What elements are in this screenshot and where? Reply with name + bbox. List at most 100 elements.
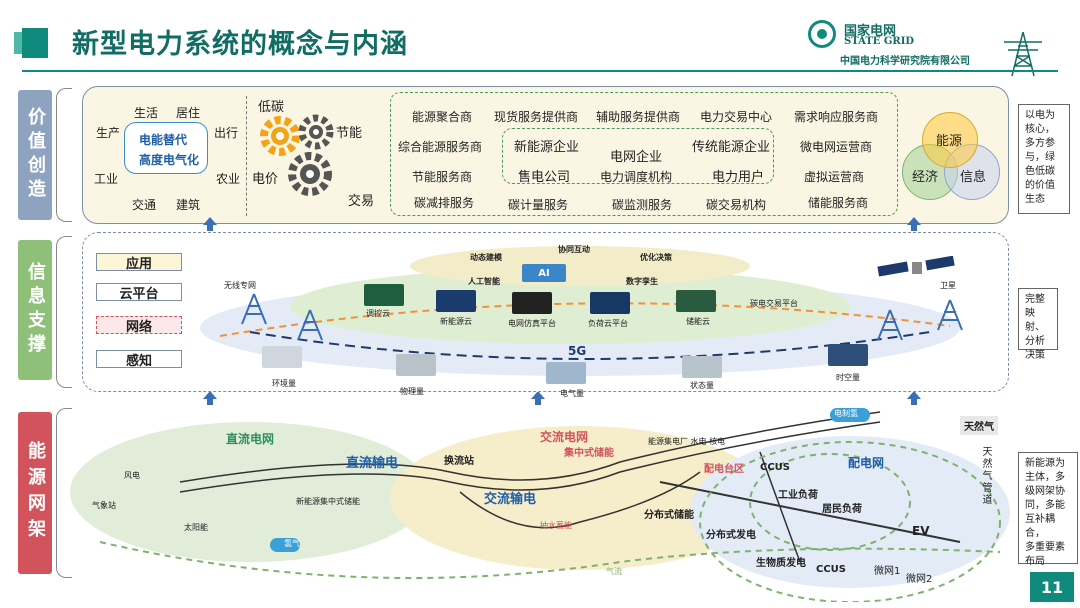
sensor-image: [546, 362, 586, 384]
app-item-label: 人工智能: [468, 277, 500, 286]
provider-label: 电力交易中心: [700, 110, 773, 124]
energy-label: 风电: [124, 471, 140, 480]
page-number: 11: [1030, 572, 1074, 602]
app-item-label: 动态建模: [470, 253, 502, 262]
header-accent-block: [14, 28, 48, 58]
energy-label: CCUS: [816, 564, 846, 575]
value-creation-panel: [82, 86, 1009, 224]
value-side-note: 以电为 核心， 多方参 与，绿 色低碳 的价值 生态: [1018, 104, 1070, 214]
sense-item-label: 状态量: [690, 381, 714, 390]
energy-label: 微网1: [874, 566, 901, 577]
electrification-line2: 高度电气化: [139, 153, 200, 167]
energy-label-natural-gas: 天然气: [960, 416, 998, 435]
provider-label: 辅助服务提供商: [596, 110, 681, 124]
energy-label: 电制氢: [834, 409, 858, 418]
energy-label: 分布式储能: [644, 510, 694, 521]
layer-cloud-platform: 云平台: [96, 283, 182, 302]
energy-label-ac-grid: 交流电网: [540, 430, 589, 444]
electrolysis-tank-icon: [830, 408, 870, 422]
energy-label: 新能源集中式储能: [296, 497, 360, 506]
provider-label: 碳计量服务: [508, 198, 569, 212]
provider-label: 电力用户: [712, 170, 765, 185]
venn-label: 能源: [936, 134, 963, 149]
app-item-label: 协同互动: [558, 245, 590, 254]
field-label: 工业: [94, 172, 119, 186]
energy-label: 集中式储能: [564, 448, 614, 459]
cloud-item-label: 调控云: [366, 309, 390, 318]
power-tower-icon: [1004, 31, 1042, 77]
info-layers-graphic: [200, 246, 960, 376]
energy-label: 气流: [606, 567, 622, 576]
energy-label-dc-transmission: 直流输电: [346, 456, 399, 471]
provider-label: 微电网运营商: [800, 140, 873, 154]
energy-label: 居民负荷: [822, 504, 862, 515]
cloud-item-label: 负荷云平台: [588, 319, 628, 328]
electrification-box: 电能替代 高度电气化: [124, 122, 208, 174]
brace-value: [56, 88, 72, 222]
energy-label: 换流站: [444, 456, 474, 467]
hydrogen-tank-icon: [270, 538, 300, 552]
provider-label: 电网企业: [610, 150, 663, 165]
grid-sim-image: [512, 292, 552, 314]
provider-label: 虚拟运营商: [804, 170, 865, 184]
energy-label: EV: [912, 524, 930, 538]
energy-label-dc-grid: 直流电网: [226, 432, 275, 446]
wireless-tower-icon: [937, 299, 963, 331]
storage-cloud-image: [676, 290, 716, 312]
brace-energy: [56, 408, 72, 578]
cloud-item-label: 碳电交易平台: [750, 299, 798, 308]
app-item-label: 数字孪生: [626, 277, 658, 286]
info-side-note: 完整 映射、 分析 决策: [1018, 288, 1058, 361]
up-arrow-icon: [203, 217, 217, 231]
wireless-tower-icon: [877, 309, 903, 341]
venn-energy-circle: [922, 112, 978, 168]
venn-label: 经济: [912, 170, 939, 185]
market-participants-box: [390, 92, 898, 216]
gear-label: 交易: [348, 194, 375, 209]
field-label: 农业: [216, 172, 241, 186]
section-label-energy: 能源网架: [18, 412, 52, 574]
logo-en-text: STATE GRID: [844, 36, 915, 47]
gear-label: 节能: [336, 126, 363, 141]
field-label: 生产: [96, 126, 121, 140]
layer-network: 网络: [96, 316, 182, 335]
field-label: 出行: [214, 126, 239, 140]
energy-label: 生物质发电: [756, 558, 806, 569]
up-arrow-icon: [907, 217, 921, 231]
header-divider: [22, 70, 1058, 72]
layer-sensing: 感知: [96, 350, 182, 369]
energy-side-note: 新能源为 主体，多 级网架协 同，多能 互补耦合， 多重要素 布局: [1018, 452, 1078, 567]
cloud-item-label: 储能云: [686, 317, 710, 326]
control-cloud-image: [364, 284, 404, 306]
brace-info: [56, 236, 72, 388]
logo-institute-text: 中国电力科学研究院有限公司: [840, 56, 970, 67]
new-energy-cloud-image: [436, 290, 476, 312]
energy-label: 工业负荷: [778, 490, 818, 501]
state-grid-logo: 国家电网 STATE GRID 中国电力科学研究院有限公司: [804, 18, 1004, 68]
network-item-label: 5G: [568, 344, 587, 358]
provider-label: 需求响应服务商: [794, 110, 879, 124]
cloud-item-label: 新能源云: [440, 317, 472, 326]
sense-item-label: 环境量: [272, 379, 296, 388]
provider-label: 碳监测服务: [612, 198, 673, 212]
field-label: 生活: [134, 106, 159, 120]
energy-label: 氢气: [284, 539, 300, 548]
sensor-image: [828, 344, 868, 366]
sense-item-label: 物理量: [400, 387, 424, 396]
load-cloud-image: [590, 292, 630, 314]
gear-label: 电价: [252, 172, 279, 187]
provider-label: 传统能源企业: [692, 140, 771, 155]
network-item-label: 卫星: [940, 281, 956, 290]
provider-label: 储能服务商: [808, 196, 869, 210]
energy-label-distribution-grid: 配电网: [848, 456, 885, 470]
provider-label: 新能源企业: [514, 140, 580, 155]
energy-label-ac-transmission: 交流输电: [484, 492, 537, 507]
provider-label: 碳交易机构: [706, 198, 767, 212]
section-label-value-text: 价值创造: [25, 107, 46, 203]
energy-label: 气象站: [92, 501, 116, 510]
sense-item-label: 时空量: [836, 373, 860, 382]
sense-item-label: 电气量: [560, 389, 584, 398]
field-label: 交通: [132, 198, 157, 212]
app-item-label: 优化决策: [640, 253, 672, 262]
energy-label: 抽水蓄能: [540, 521, 572, 530]
